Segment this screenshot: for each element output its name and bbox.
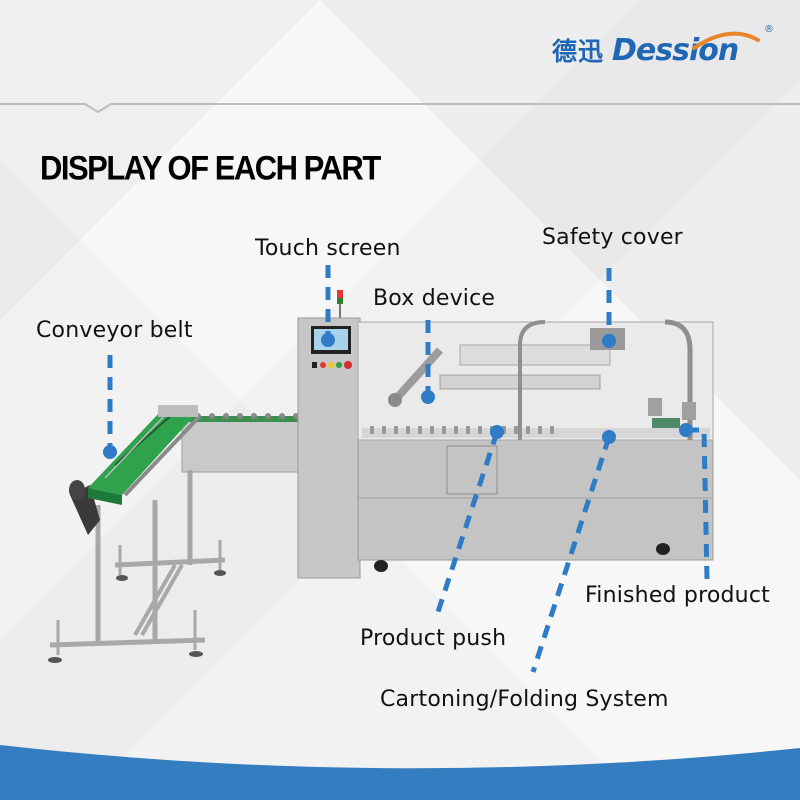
label-cartoning-folding-system: Cartoning/Folding System <box>380 687 669 712</box>
brand-logo: 德迅 Dession <box>552 28 739 72</box>
callout-dot-conveyor-belt <box>103 445 117 459</box>
conveyor-feet <box>48 570 226 663</box>
main-machine-body <box>297 290 714 579</box>
page-title: DISPLAY OF EACH PART <box>40 148 381 188</box>
callout-dots <box>103 333 693 459</box>
callout-dot-box-device <box>421 390 435 404</box>
callout-line-cartoning-system <box>530 436 612 673</box>
label-conveyor-belt: Conveyor belt <box>36 318 193 343</box>
label-box-device: Box device <box>373 286 496 311</box>
label-finished-product: Finished product <box>585 583 770 608</box>
registered-mark: ® <box>764 24 774 35</box>
brand-english-name: Dession <box>612 32 739 68</box>
callout-dot-cartoning-system <box>602 430 616 444</box>
label-product-push: Product push <box>360 626 507 651</box>
label-touch-screen: Touch screen <box>255 236 401 261</box>
callout-dot-touch-screen <box>321 333 335 347</box>
callout-dot-safety-cover <box>602 334 616 348</box>
callout-line-product-push <box>434 431 500 616</box>
callout-lines <box>107 265 710 673</box>
conveyor-stand <box>49 470 226 655</box>
header-divider <box>0 103 800 114</box>
infeed-conveyor <box>181 413 303 473</box>
brand-chinese-name: 德迅 <box>552 37 605 66</box>
callout-dot-finished-product <box>679 423 693 437</box>
logo-swoosh-icon <box>692 31 760 50</box>
label-safety-cover: Safety cover <box>542 225 683 250</box>
callout-dot-product-push <box>490 425 504 439</box>
green-conveyor-belt <box>88 405 200 505</box>
